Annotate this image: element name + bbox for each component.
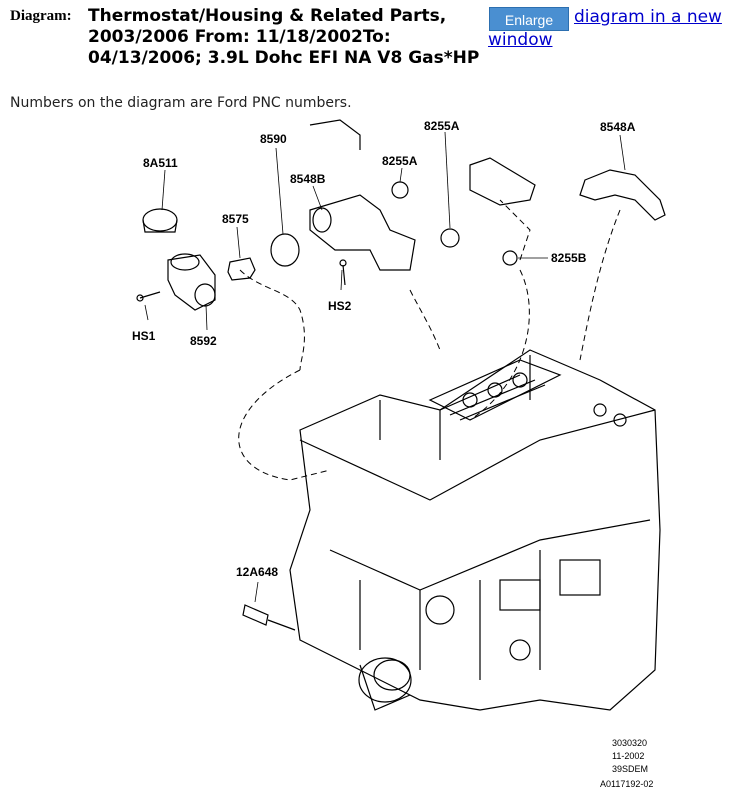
footer-line-3: 39SDEM — [612, 764, 648, 774]
housing-8548B — [309, 194, 416, 271]
thermostat-8575 — [227, 257, 256, 281]
label-HS2: HS2 — [328, 299, 352, 313]
label-8255A-top: 8255A — [424, 119, 460, 133]
label-12A648: 12A648 — [236, 565, 278, 579]
label-8255A-mid: 8255A — [382, 154, 418, 168]
cap-8A511 — [142, 208, 178, 232]
footer-line-1: 3030320 — [612, 738, 647, 748]
diagram-header: Diagram: Thermostat/Housing & Related Pa… — [10, 6, 750, 96]
label-HS1: HS1 — [132, 329, 156, 343]
label-8A511: 8A511 — [143, 156, 178, 170]
oil-filter — [358, 657, 412, 703]
gasket-8590 — [270, 233, 300, 267]
sensor-12A648 — [242, 604, 269, 626]
diagram-title: Thermostat/Housing & Related Parts, 2003… — [88, 6, 480, 68]
label-8592: 8592 — [190, 334, 217, 348]
pnc-note: Numbers on the diagram are Ford PNC numb… — [10, 95, 352, 111]
diagram-label: Diagram: — [10, 8, 72, 24]
label-8575: 8575 — [222, 212, 249, 226]
enlarge-button[interactable]: Enlarge — [489, 7, 569, 31]
hose-8548A — [579, 169, 666, 221]
footer-line-4: A0117192-02 — [600, 779, 653, 789]
engine-block — [289, 349, 661, 711]
new-window-link[interactable]: diagram in a new window — [488, 7, 722, 50]
outlet-8592 — [167, 254, 216, 311]
label-8255B: 8255B — [551, 251, 587, 265]
footer-line-2: 11-2002 — [612, 751, 644, 761]
parts-diagram: 8A511 8590 8548B 8575 8255A 8255A 8548A … — [132, 119, 666, 789]
label-8548B: 8548B — [290, 172, 326, 186]
label-8548A: 8548A — [600, 120, 636, 134]
label-8590: 8590 — [260, 132, 287, 146]
